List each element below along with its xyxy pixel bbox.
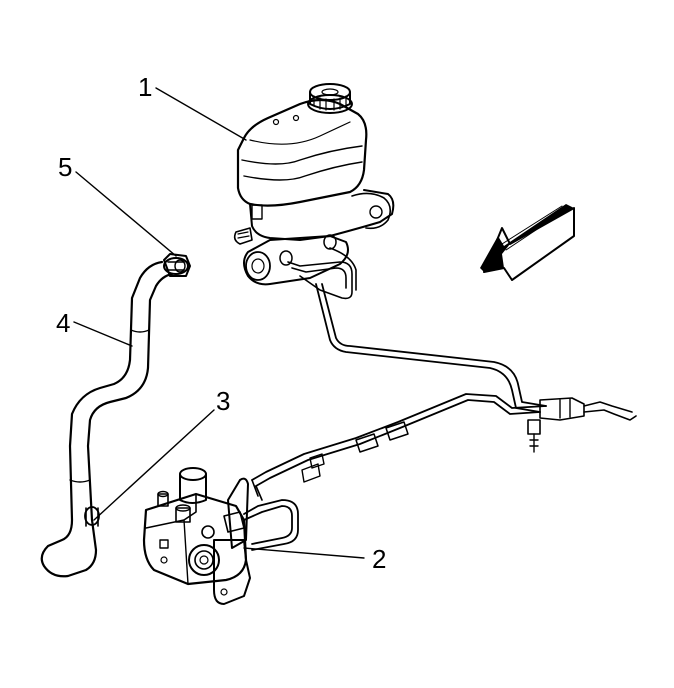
leader-line-2: [243, 547, 365, 559]
reservoir-cap: [307, 83, 353, 114]
callout-3: 3: [216, 386, 230, 416]
master-cylinder: [233, 83, 395, 300]
forward-direction-arrow: [480, 204, 575, 281]
leader-lines: [73, 87, 365, 559]
proportioning-unit: [142, 467, 299, 605]
leader-line-3: [93, 409, 215, 521]
leader-line-1: [155, 87, 247, 141]
brake-lines: [251, 283, 637, 487]
vacuum-hose: [40, 253, 191, 578]
callout-2: 2: [372, 544, 386, 574]
leader-line-4: [73, 321, 133, 347]
callout-4: 4: [56, 308, 70, 338]
leader-line-5: [75, 171, 177, 257]
callout-5: 5: [58, 152, 72, 182]
callout-1: 1: [138, 72, 152, 102]
hose-clamp: [163, 253, 191, 277]
